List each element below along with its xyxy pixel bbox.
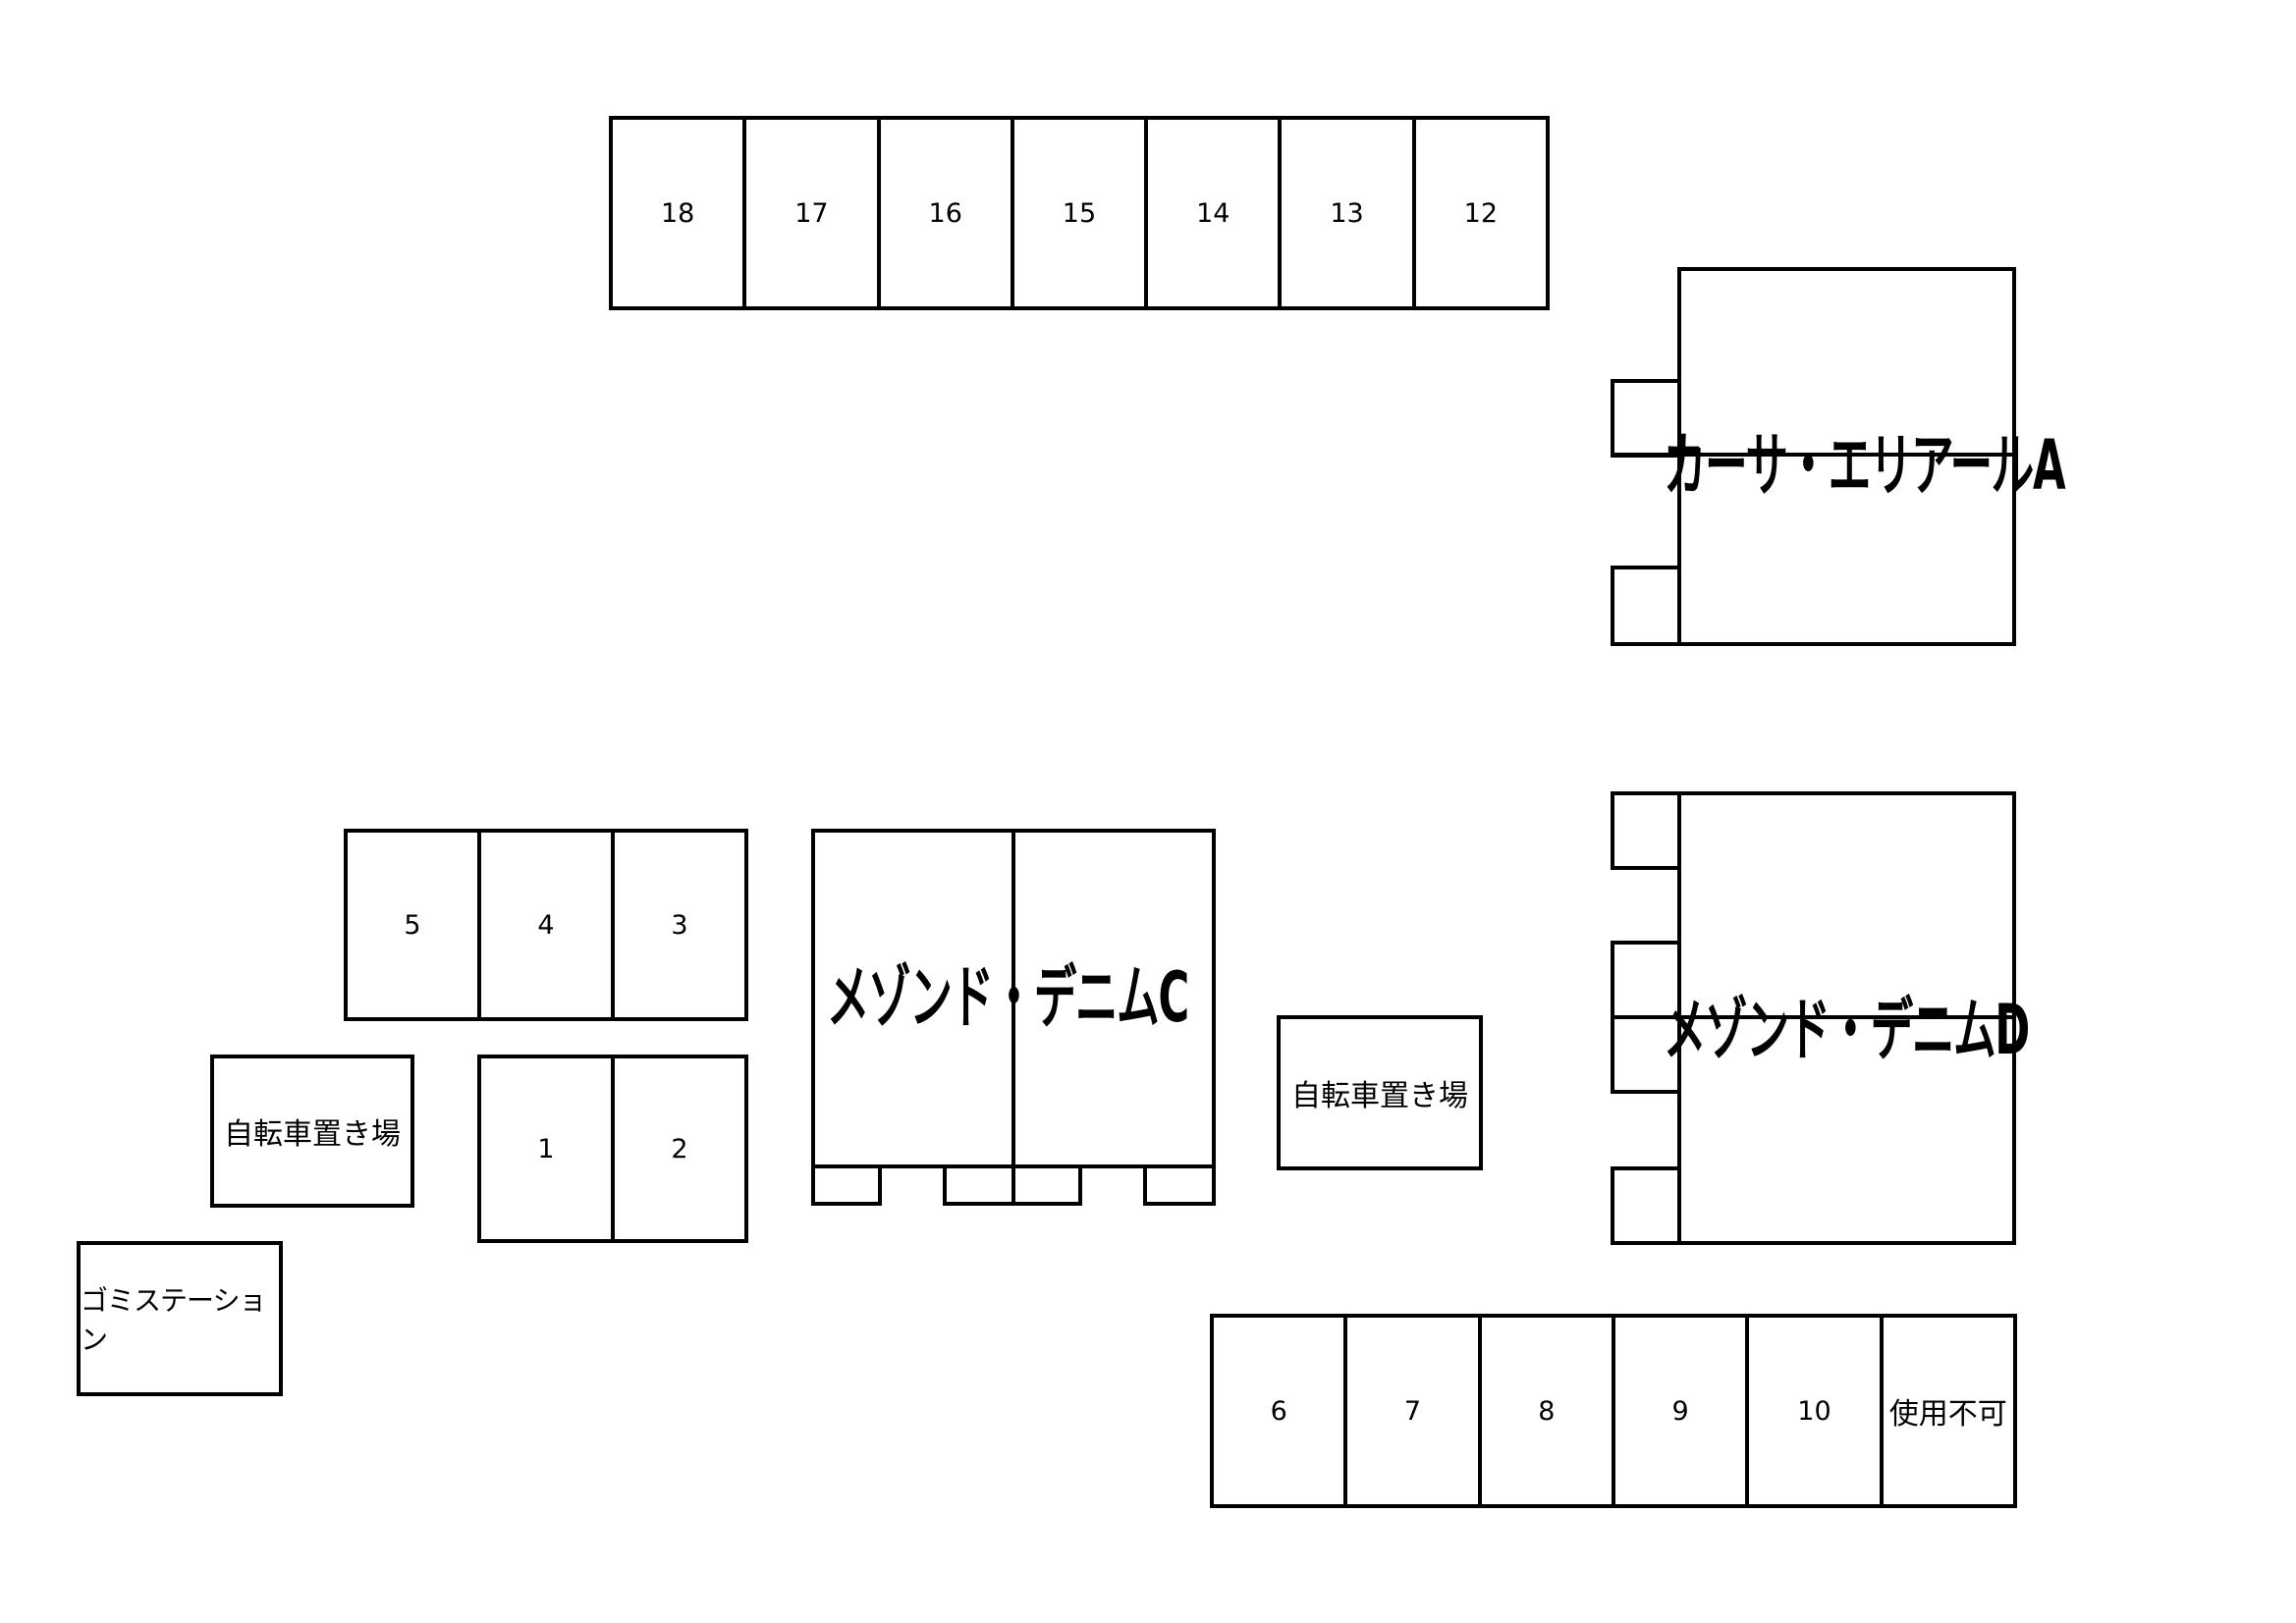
building-c-notch (811, 1164, 882, 1206)
building-d-divider (1611, 1015, 2016, 1019)
parking-stall[interactable]: 1 (481, 1058, 615, 1239)
bicycle-parking-label: 自転車置き場 (1291, 1079, 1468, 1113)
building-a-label: カーサ・エリアールA (1664, 425, 2066, 506)
building-a-notch (1611, 566, 1681, 646)
parking-stall[interactable]: 10 (1749, 1318, 1884, 1504)
parking-stall[interactable]: 4 (481, 833, 615, 1017)
building-c-label: メゾンド・デニムC (827, 957, 1189, 1038)
parking-stall[interactable]: 17 (746, 120, 881, 306)
parking-stall[interactable]: 14 (1148, 120, 1283, 306)
parking-stall[interactable]: 16 (881, 120, 1014, 306)
building-c-notch (943, 1164, 1015, 1206)
parking-stall[interactable]: 15 (1014, 120, 1149, 306)
parking-stall[interactable]: 18 (613, 120, 747, 306)
bicycle-parking-left[interactable]: 自転車置き場 (210, 1055, 414, 1208)
building-a-notch (1611, 379, 1681, 458)
parking-row-left-bottom: 1 2 (477, 1055, 748, 1243)
parking-stall[interactable]: 3 (671, 909, 688, 941)
bicycle-parking-center[interactable]: 自転車置き場 (1277, 1015, 1483, 1170)
building-d-notch (1611, 1166, 1681, 1245)
parking-row-bottom-right: 6 7 8 9 10 使用不可 (1210, 1314, 2017, 1508)
building-c-notch (1011, 1164, 1082, 1206)
building-a-divider (1611, 453, 2016, 457)
building-casa-eliar-a[interactable] (1677, 267, 2016, 646)
building-c-divider (1011, 829, 1015, 1204)
parking-stall[interactable]: 6 (1214, 1318, 1348, 1504)
building-c-notch (1143, 1164, 1216, 1206)
parking-stall[interactable]: 5 (348, 833, 481, 1017)
bicycle-parking-label: 自転車置き場 (224, 1117, 401, 1152)
garbage-station-label: ゴミステーション (81, 1284, 266, 1356)
parking-stall[interactable]: 2 (671, 1133, 688, 1164)
parking-stall[interactable]: 9 (1615, 1318, 1750, 1504)
parking-stall[interactable]: 13 (1282, 120, 1416, 306)
parking-row-top: 18 17 16 15 14 13 12 (609, 116, 1550, 310)
parking-stall[interactable]: 8 (1482, 1318, 1615, 1504)
building-d-label: メゾンド・デニムD (1664, 990, 2030, 1070)
parking-row-left-top: 5 4 3 (344, 829, 748, 1021)
garbage-station[interactable]: ゴミステーション (77, 1241, 283, 1396)
building-d-notch (1611, 791, 1681, 870)
parking-stall[interactable]: 7 (1347, 1318, 1482, 1504)
parking-stall[interactable]: 12 (1463, 197, 1498, 229)
parking-stall-unavailable: 使用不可 (1888, 1397, 2007, 1432)
